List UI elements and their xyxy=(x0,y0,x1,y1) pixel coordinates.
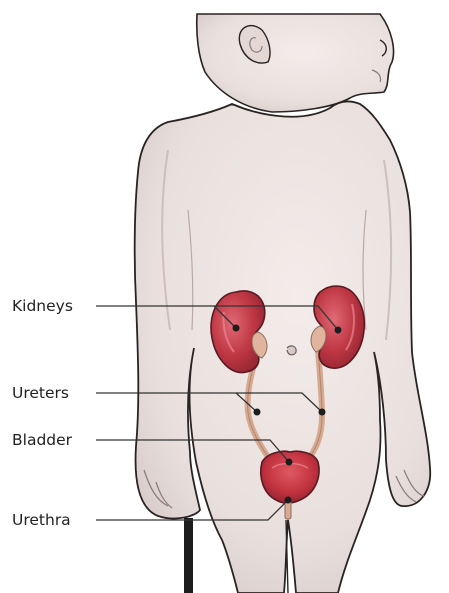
left-frame-bar xyxy=(184,518,193,593)
ureter-right-dot xyxy=(319,409,326,416)
kidney-left-dot xyxy=(233,325,240,332)
urethra-dot xyxy=(285,497,292,504)
bladder-label: Bladder xyxy=(12,431,72,449)
bladder-dot xyxy=(286,459,293,466)
kidneys-label: Kidneys xyxy=(12,297,73,315)
kidney-right-dot xyxy=(335,327,342,334)
ureters-label: Ureters xyxy=(12,384,69,402)
urethra-label: Urethra xyxy=(12,511,71,529)
ureter-left-dot xyxy=(254,409,261,416)
urethra xyxy=(285,501,291,519)
